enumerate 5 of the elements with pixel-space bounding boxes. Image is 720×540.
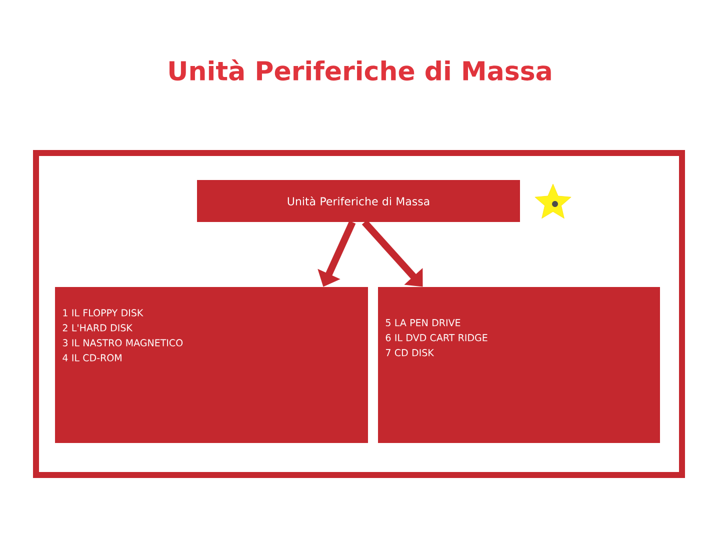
arrow [362,220,423,287]
heading-box: Unità Periferiche di Massa [197,180,520,222]
list-box: 1 IL FLOPPY DISK 2 L'HARD DISK 3 IL NASTRO MAGNETICO 4 IL CD-ROM [55,286,368,443]
list-box: 5 LA PEN DRIVE 6 IL DVD CART RIDGE 7 CD DISK [378,286,660,443]
slide-title: Unità Periferiche di Massa [170,59,551,81]
